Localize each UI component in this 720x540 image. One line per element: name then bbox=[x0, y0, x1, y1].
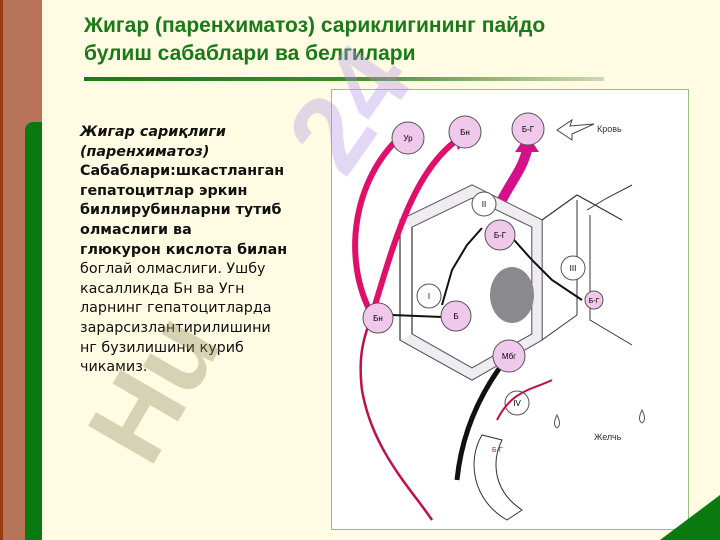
arrow-to-ur bbox=[352, 132, 405, 317]
circle-bg-right: Б-Г bbox=[584, 290, 604, 310]
body-heading-2: (паренхиматоз) bbox=[80, 143, 210, 160]
corner-decor bbox=[660, 495, 720, 540]
circle-mbg: Мбг bbox=[492, 339, 526, 373]
label-ii: II bbox=[482, 200, 486, 209]
circle-iv: IV bbox=[504, 390, 530, 416]
body-line: боглай олмаслиги. Ушбу bbox=[80, 261, 266, 278]
label-i: I bbox=[428, 292, 430, 301]
body-line: зарарсизлантирилишини bbox=[80, 319, 271, 336]
arrow-bn-b bbox=[391, 314, 443, 318]
body-line: олмаслиги ва bbox=[80, 221, 192, 238]
intestine bbox=[473, 434, 523, 521]
adjacent-wall bbox=[541, 314, 578, 341]
body-text: Жигар сариқлиги (паренхиматоз) Сабаблари… bbox=[80, 123, 325, 378]
label-bn-left: Бн bbox=[373, 314, 383, 323]
adjacent-wall bbox=[541, 194, 623, 221]
body-line: Сабаблари:шкастланган bbox=[80, 163, 285, 180]
circle-ii: II bbox=[471, 191, 497, 217]
label-bg-gut: Б-Г bbox=[492, 447, 503, 454]
body-line: биллирубинларни тутиб bbox=[80, 202, 282, 219]
label-bile: Желчь bbox=[594, 432, 622, 442]
arrow-to-bn bbox=[369, 135, 462, 316]
diagram-svg: Кровь Ур Бн Б-Г II Б-Г III I Бн Б Б-Г Мб… bbox=[352, 112, 645, 521]
adjacent-wall bbox=[589, 215, 633, 346]
label-b: Б bbox=[453, 312, 458, 321]
title-line-1: Жигар (паренхиматоз) сариклигининг пайдо bbox=[84, 14, 546, 37]
circle-i: I bbox=[416, 283, 442, 309]
title-line-2: булиш сабаблари ва белгилари bbox=[84, 42, 416, 65]
label-bg-top: Б-Г bbox=[522, 125, 535, 134]
arrow-to-bg bbox=[497, 148, 532, 203]
label-iv: IV bbox=[513, 399, 521, 408]
circle-bg-top: Б-Г bbox=[511, 112, 545, 146]
circle-bn-top: Бн bbox=[448, 115, 482, 149]
circle-b: Б bbox=[440, 300, 472, 332]
title-underline bbox=[84, 77, 604, 81]
blood-arrow-icon bbox=[556, 118, 595, 141]
body-line: ларнинг гепатоцитларда bbox=[80, 300, 272, 317]
body-line: нг бузилишини куриб bbox=[80, 339, 244, 356]
label-bg-right: Б-Г bbox=[589, 298, 600, 305]
circle-ur: Ур bbox=[391, 121, 425, 155]
circle-iii: III bbox=[560, 255, 586, 281]
bile-drop-icon bbox=[554, 413, 560, 429]
circle-bg-mid: Б-Г bbox=[484, 219, 516, 251]
arrow-b-bg bbox=[441, 227, 483, 306]
arrow-bile-gut bbox=[496, 379, 553, 421]
label-ur: Ур bbox=[403, 134, 413, 143]
gut-return-line bbox=[359, 314, 434, 521]
body-line: касалликда Бн ва Угн bbox=[80, 280, 245, 297]
label-mbg: Мбг bbox=[502, 352, 516, 361]
body-heading: Жигар сариқлиги bbox=[80, 124, 226, 140]
body-line: гепатоцитлар эркин bbox=[80, 182, 248, 199]
left-green-bar bbox=[25, 122, 42, 540]
arrow-bg-wall bbox=[506, 231, 583, 301]
body-line: чикамиз. bbox=[80, 359, 148, 376]
nucleus-blob bbox=[490, 267, 534, 323]
circle-bn-left: Бн bbox=[362, 302, 394, 334]
label-bg-mid: Б-Г bbox=[494, 231, 507, 240]
slide-title: Жигар (паренхиматоз) сариклигининг пайдо… bbox=[84, 12, 684, 68]
adjacent-wall bbox=[586, 184, 633, 211]
label-iii: III bbox=[570, 264, 577, 273]
body-line: глюкурон кислота билан bbox=[80, 241, 288, 258]
label-bn-top: Бн bbox=[460, 128, 470, 137]
bile-drop-icon bbox=[639, 408, 645, 424]
liver-diagram: Кровь Ур Бн Б-Г II Б-Г III I Бн Б Б-Г Мб… bbox=[331, 89, 689, 530]
label-blood: Кровь bbox=[597, 124, 622, 134]
